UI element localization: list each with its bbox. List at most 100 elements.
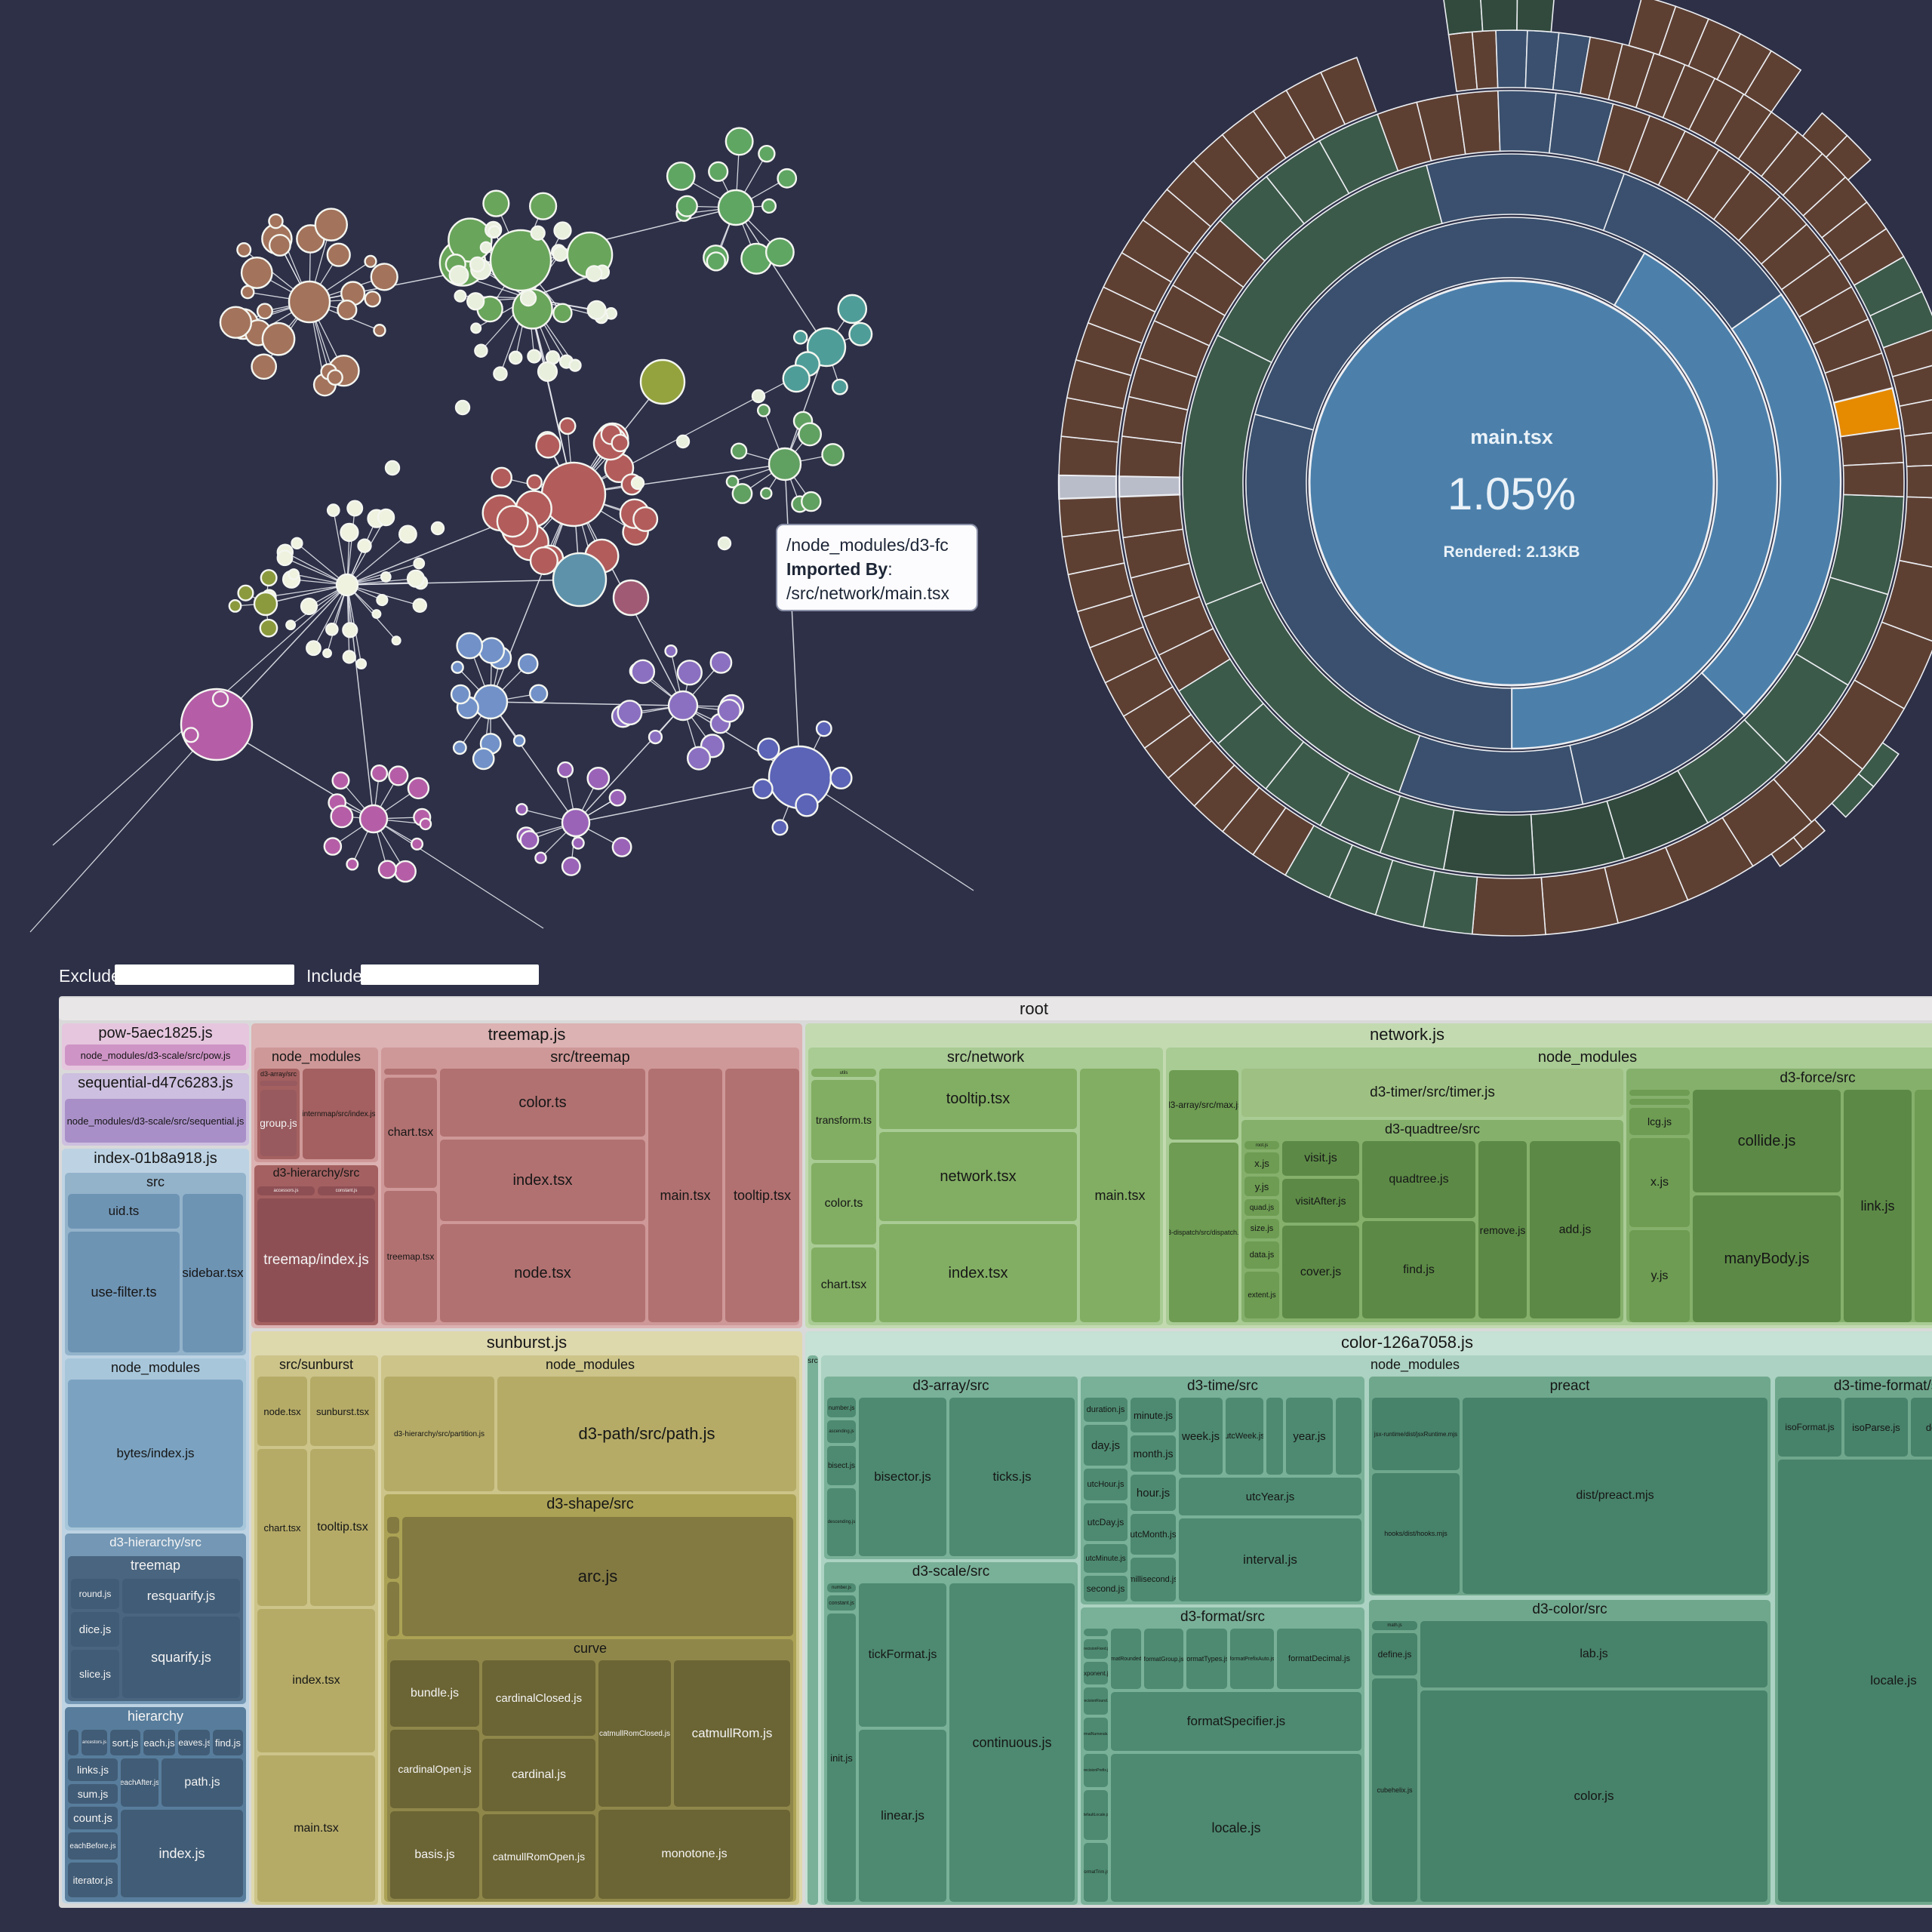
network-node[interactable]: [288, 568, 300, 580]
sunburst-outer-segment[interactable]: [1516, 0, 1555, 33]
sequential-child[interactable]: node_modules/d3-scale/src/sequential.js: [65, 1099, 246, 1143]
sort[interactable]: sort.js: [110, 1730, 140, 1755]
root-js-tiny[interactable]: root.js: [1244, 1141, 1279, 1149]
quadtree[interactable]: quadtree.js: [1362, 1141, 1475, 1218]
network-node[interactable]: [761, 198, 777, 214]
network-node[interactable]: [529, 192, 558, 220]
network-node[interactable]: [815, 720, 832, 737]
defaultlocale2[interactable]: defaultLocale.js: [1911, 1398, 1932, 1457]
network-node[interactable]: [608, 789, 626, 807]
ticks[interactable]: ticks.js: [949, 1398, 1075, 1556]
network-node[interactable]: [586, 766, 611, 790]
network-node[interactable]: [357, 538, 372, 553]
network-node[interactable]: [675, 195, 698, 217]
sunburst-ring0-segment[interactable]: [1245, 413, 1512, 749]
exponent[interactable]: exponent.js: [1084, 1662, 1108, 1684]
network-node[interactable]: [561, 808, 591, 838]
red-treemap-tsx[interactable]: treemap.tsx: [384, 1191, 437, 1322]
formattypes[interactable]: formatTypes.js: [1186, 1629, 1227, 1689]
olive-main[interactable]: main.tsx: [257, 1755, 375, 1902]
timer[interactable]: d3-timer/src/timer.js: [1241, 1069, 1623, 1117]
network-node[interactable]: [730, 442, 748, 460]
ta-ascending[interactable]: ascending.js: [827, 1420, 856, 1443]
network-node[interactable]: [430, 521, 445, 536]
network-node[interactable]: [323, 837, 343, 856]
network-node[interactable]: [452, 740, 467, 755]
network-node[interactable]: [237, 584, 254, 601]
network-node[interactable]: [493, 366, 508, 382]
sunburst-ring2-segment[interactable]: [1842, 461, 1905, 497]
formatprefixauto[interactable]: formatPrefixAuto.js: [1230, 1629, 1274, 1689]
sunburst-ring3-segment[interactable]: [1898, 496, 1932, 571]
sunburst-ring2-segment[interactable]: [1530, 800, 1626, 875]
utchour[interactable]: utcHour.js: [1084, 1469, 1128, 1500]
red-node[interactable]: node.tsx: [440, 1224, 645, 1322]
formatgroup[interactable]: formatGroup.js: [1144, 1629, 1183, 1689]
network-node[interactable]: [377, 860, 397, 879]
network-node[interactable]: [482, 189, 510, 217]
format-locale[interactable]: locale.js: [1111, 1754, 1361, 1902]
network-node[interactable]: [268, 213, 284, 229]
network-node[interactable]: [535, 432, 561, 459]
continuous[interactable]: continuous.js: [949, 1583, 1075, 1902]
links[interactable]: links.js: [68, 1758, 118, 1781]
utcday[interactable]: utcDay.js: [1084, 1503, 1128, 1541]
dispatch[interactable]: d3-dispatch/src/dispatch.js: [1169, 1143, 1238, 1322]
network-node[interactable]: [419, 817, 432, 831]
shape-tiny2[interactable]: [387, 1537, 399, 1579]
sunburst-outer-segment[interactable]: [1443, 0, 1484, 35]
sunburst-ring2-segment[interactable]: [1442, 809, 1536, 876]
network-node[interactable]: [611, 837, 632, 857]
dice[interactable]: dice.js: [71, 1612, 119, 1647]
network-node[interactable]: [394, 860, 417, 883]
leaves[interactable]: leaves.js: [178, 1730, 210, 1755]
q-y[interactable]: y.js: [1244, 1177, 1279, 1196]
isoformat[interactable]: isoFormat.js: [1778, 1398, 1841, 1457]
network-node[interactable]: [795, 793, 819, 817]
network-node[interactable]: [519, 830, 540, 850]
precisionround[interactable]: precisionRound.js: [1084, 1687, 1108, 1715]
max-js[interactable]: d3-array/src/max.js: [1169, 1070, 1238, 1140]
network-node[interactable]: [496, 505, 529, 538]
network-node[interactable]: [335, 573, 359, 597]
partition[interactable]: d3-hierarchy/src/partition.js: [384, 1377, 494, 1491]
ta-descending[interactable]: descending.js: [827, 1488, 856, 1556]
red-chart-tiny[interactable]: [384, 1069, 437, 1075]
network-node[interactable]: [268, 233, 291, 257]
network-node[interactable]: [534, 851, 547, 864]
network-node[interactable]: [792, 330, 808, 345]
network-node[interactable]: [537, 361, 558, 382]
network-node[interactable]: [706, 251, 726, 272]
network-node[interactable]: [260, 569, 278, 587]
linear[interactable]: linear.js: [859, 1730, 946, 1902]
sunburst-ring2-segment[interactable]: [1118, 475, 1181, 498]
network-node[interactable]: [364, 254, 377, 268]
utcweek[interactable]: utcWeek.js: [1226, 1398, 1263, 1475]
network-node[interactable]: [251, 353, 278, 380]
network-node[interactable]: [376, 593, 389, 607]
visit[interactable]: visit.js: [1282, 1141, 1359, 1176]
network-node[interactable]: [731, 483, 753, 504]
network-node[interactable]: [259, 618, 278, 638]
network-node[interactable]: [489, 229, 552, 292]
network-node[interactable]: [777, 168, 798, 189]
network-node[interactable]: [491, 466, 512, 489]
network-node[interactable]: [552, 552, 608, 608]
network-node[interactable]: [540, 461, 607, 528]
each[interactable]: each.js: [143, 1730, 175, 1755]
network-node[interactable]: [768, 447, 802, 481]
red-d3a-tiny[interactable]: [260, 1081, 297, 1086]
monotone[interactable]: monotone.js: [598, 1810, 790, 1899]
network-node[interactable]: [571, 836, 585, 850]
ts-constant[interactable]: constant.js: [827, 1595, 856, 1611]
sunburst-outer-segment[interactable]: [1825, 134, 1872, 181]
hooks[interactable]: hooks/dist/hooks.mjs: [1372, 1473, 1460, 1594]
q-data[interactable]: data.js: [1244, 1241, 1279, 1269]
remove[interactable]: remove.js: [1478, 1141, 1527, 1318]
network-node[interactable]: [253, 591, 278, 617]
utcyear[interactable]: utcYear.js: [1179, 1478, 1361, 1515]
network-node[interactable]: [488, 225, 501, 238]
red-index[interactable]: index.tsx: [440, 1140, 645, 1221]
network-node[interactable]: [717, 189, 755, 226]
bisector[interactable]: bisector.js: [859, 1398, 946, 1556]
